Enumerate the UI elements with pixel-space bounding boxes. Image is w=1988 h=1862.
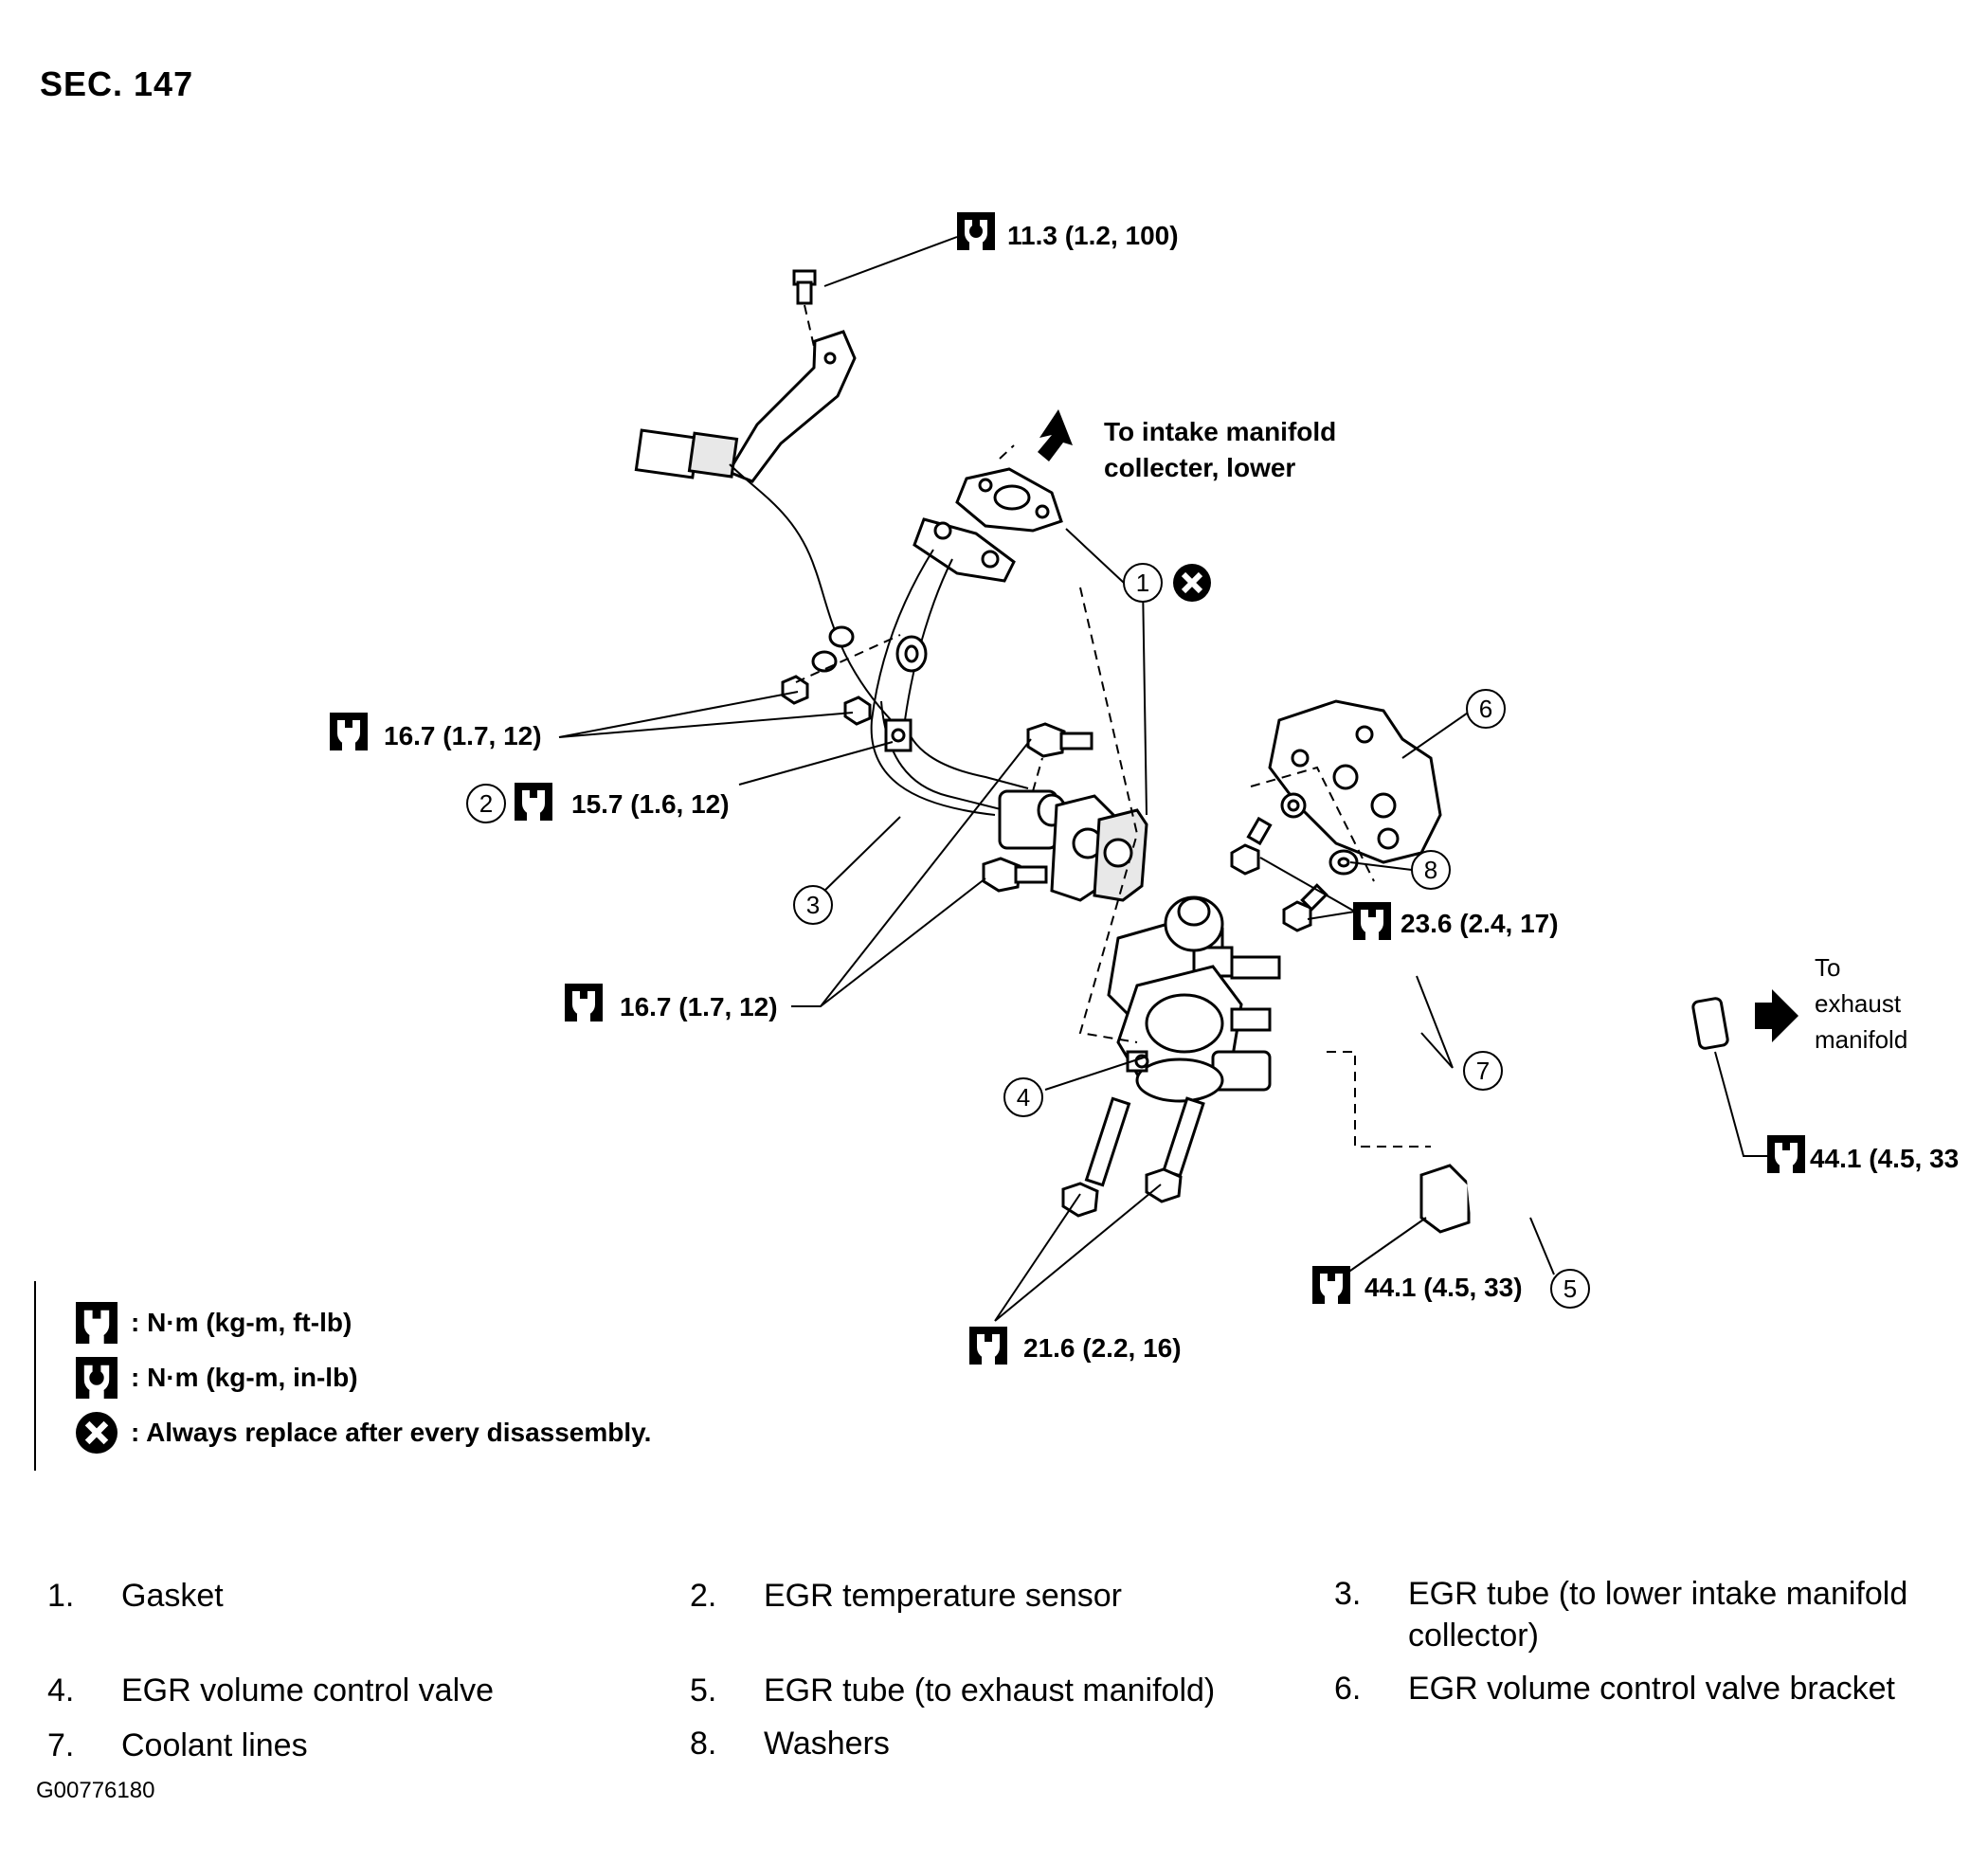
valve-bracket [1268, 699, 1442, 864]
item-number-5-circle [1550, 1269, 1590, 1309]
replace-x-icon [1173, 564, 1211, 602]
egr-tube-exhaust [1327, 997, 1729, 1234]
legend-bar [34, 1281, 36, 1471]
leader-bottom-bolts [994, 1184, 1162, 1322]
exhaust-label-line3: manifold [1815, 1025, 1907, 1054]
item-number-7-circle [1463, 1051, 1503, 1091]
leader-left-nuts [558, 691, 854, 738]
item-number-4-circle [1003, 1077, 1043, 1117]
torque-wrench-inlb-icon [957, 212, 995, 250]
torque-wrench-icon [76, 1302, 117, 1344]
leader-bracket-bolts [1259, 857, 1356, 920]
item-number-6: 6 [1479, 695, 1492, 723]
torque-wrench-icon [565, 984, 603, 1021]
item-number-8-circle [1411, 850, 1451, 890]
sensor-connector [634, 428, 901, 731]
intake-label-line1: To intake manifold [1104, 417, 1336, 446]
leader-flange-bolts [791, 738, 1032, 1007]
torque-tube-nut-label: 44.1 (4.5, 33) [1364, 1273, 1523, 1302]
leader-torque-top [823, 236, 958, 287]
leader-item-3 [820, 816, 901, 895]
item-number-2: 2 [479, 789, 493, 818]
leader-item-6 [1401, 708, 1474, 759]
leader-item-8 [1349, 861, 1413, 871]
leader-sensor [738, 741, 894, 786]
legend-text: : Always replace after every disassembly… [131, 1418, 652, 1447]
torque-wrench-icon [1353, 902, 1391, 940]
egr-temperature-sensor [884, 718, 913, 752]
legend-row-in-lb: : N·m (kg-m, in-lb) [76, 1357, 358, 1399]
exhaust-label-line1: To [1815, 953, 1840, 982]
item-number-3: 3 [806, 891, 820, 919]
torque-wrench-icon [330, 713, 368, 750]
item-number-5: 5 [1563, 1274, 1577, 1303]
leader-exhaust-end [1714, 1051, 1767, 1157]
legend-text: : N·m (kg-m, ft-lb) [131, 1308, 352, 1337]
egr-tube-upper [870, 517, 1029, 816]
torque-sensor-label: 15.7 (1.6, 12) [571, 789, 730, 819]
replace-x-icon [76, 1412, 117, 1454]
egr-tube-flange [998, 757, 1148, 902]
torque-bottom-bolts-label: 21.6 (2.2, 16) [1023, 1333, 1182, 1363]
intake-gasket [955, 444, 1063, 533]
torque-wrench-inlb-icon [76, 1357, 117, 1399]
torque-exhaust-end-label: 44.1 (4.5, 33 [1810, 1144, 1959, 1173]
alignment-line-gasket [1078, 587, 1139, 1043]
torque-bracket-label: 23.6 (2.4, 17) [1401, 909, 1559, 938]
item-number-8: 8 [1424, 856, 1437, 884]
intake-arrow [1038, 409, 1073, 461]
item-number-1-circle [1123, 563, 1163, 603]
section-title: SEC. 147 [40, 64, 194, 103]
leader-item-4 [1044, 1056, 1148, 1091]
egr-volume-control-valve [1107, 895, 1281, 1103]
item-number-7: 7 [1476, 1057, 1490, 1085]
coolant-lines [1322, 963, 1419, 1037]
bracket-bolts [1230, 816, 1328, 932]
top-bolt [792, 269, 817, 352]
alignment-line-bracket [1250, 766, 1375, 882]
leader-item-5 [1529, 1217, 1555, 1275]
flange-bolts [982, 722, 1093, 893]
legend-row-ft-lb: : N·m (kg-m, ft-lb) [76, 1302, 352, 1344]
torque-wrench-icon [1767, 1135, 1805, 1173]
exhaust-arrow [1755, 989, 1798, 1042]
legend-row-replace: : Always replace after every disassembly… [76, 1412, 651, 1454]
item-number-3-circle [793, 885, 833, 925]
torque-flange-bolts-label: 16.7 (1.7, 12) [620, 992, 778, 1021]
torque-wrench-icon [969, 1327, 1007, 1365]
bottom-bolts [1061, 1096, 1205, 1218]
leader-item-7 [1416, 975, 1454, 1069]
item-number-4: 4 [1017, 1083, 1030, 1112]
torque-top-label: 11.3 (1.2, 100) [1007, 221, 1179, 250]
legend-text: : N·m (kg-m, in-lb) [131, 1363, 358, 1392]
item-number-2-circle [466, 784, 506, 823]
sensor-bracket [726, 330, 857, 483]
item-number-1: 1 [1136, 569, 1149, 597]
intake-label-line2: collecter, lower [1104, 453, 1295, 482]
figure-code: G00776180 [36, 1778, 155, 1803]
exhaust-label-line2: exhaust [1815, 989, 1902, 1018]
left-nuts [781, 625, 901, 726]
torque-left-nuts-label: 16.7 (1.7, 12) [384, 721, 542, 750]
item-number-6-circle [1466, 689, 1506, 729]
torque-wrench-icon [1312, 1266, 1350, 1304]
torque-wrench-icon [515, 783, 552, 821]
